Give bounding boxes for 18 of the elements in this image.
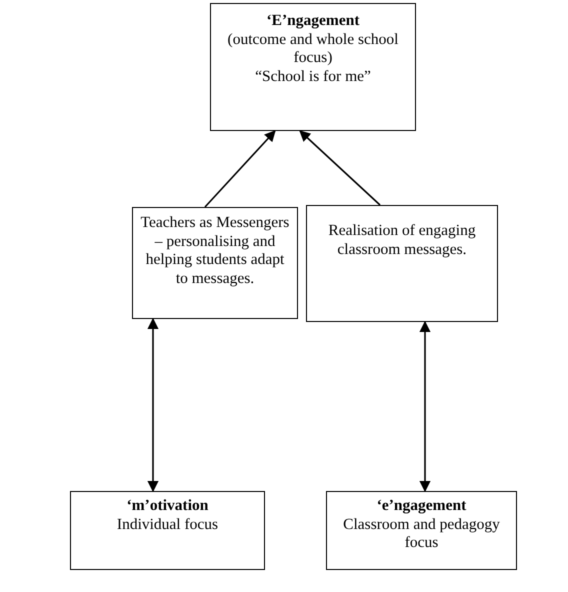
heading-text: ‘e’ngagement: [376, 497, 468, 516]
text-box: [132, 207, 298, 319]
body-text: Teachers as Messengers – personalising and helping students adapt to messages.: [140, 214, 290, 288]
arrow: [147, 318, 159, 492]
body-text: (outcome and whole school focus): [226, 30, 400, 68]
arrow: [204, 130, 276, 208]
arrow: [419, 320, 431, 492]
arrow: [299, 130, 381, 206]
body-text: “School is for me”: [254, 68, 372, 86]
text-box: [210, 3, 416, 131]
body-text: Individual focus: [116, 516, 220, 534]
text-box: [326, 491, 517, 570]
body-text: Realisation of engaging classroom messages.: [327, 222, 477, 260]
text-box: [70, 491, 265, 570]
text-box: [306, 205, 498, 322]
body-text: Classroom and pedagogy focus: [342, 516, 501, 553]
heading-text: ‘E’ngagement: [266, 12, 360, 31]
heading-text: ‘m’otivation: [126, 497, 210, 516]
